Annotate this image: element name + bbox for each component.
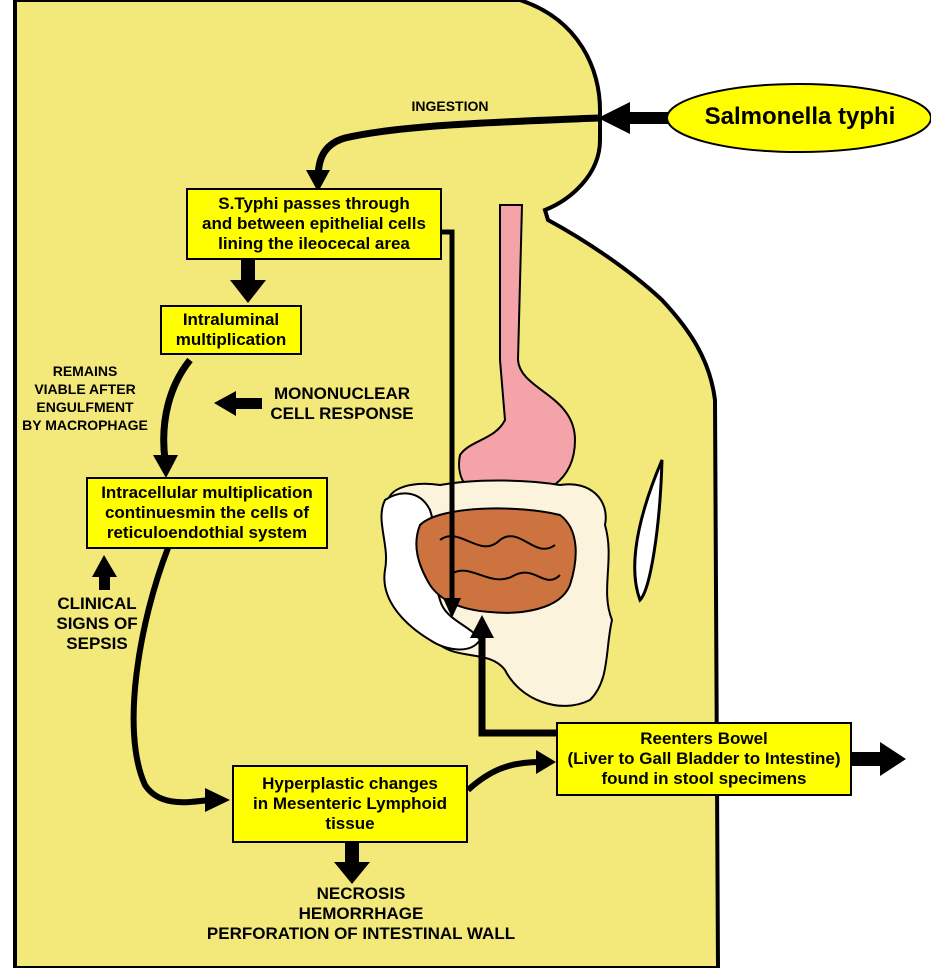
ingestion-label: INGESTION	[385, 97, 515, 115]
box-intraluminal-line-1: Intraluminal	[162, 310, 300, 330]
box-intracellular-line-1: Intracellular multiplication	[88, 483, 326, 503]
outcomes-label: NECROSIS HEMORRHAGE PERFORATION OF INTES…	[196, 884, 526, 944]
box-hyperplastic-line-2: in Mesenteric Lymphoid	[234, 794, 466, 814]
box-reenters: Reenters Bowel (Liver to Gall Bladder to…	[556, 722, 852, 796]
mononuclear-line-2: CELL RESPONSE	[262, 404, 422, 424]
arrow-exit	[852, 742, 906, 776]
box-intracellular-line-2: continuesmin the cells of	[88, 503, 326, 523]
box-intraluminal: Intraluminal multiplication	[160, 305, 302, 355]
box-reenters-line-1: Reenters Bowel	[558, 729, 850, 749]
outcomes-line-2: HEMORRHAGE	[196, 904, 526, 924]
mononuclear-line-1: MONONUCLEAR	[262, 384, 422, 404]
clinical-signs-label: CLINICAL SIGNS OF SEPSIS	[44, 594, 150, 654]
box-intracellular: Intracellular multiplication continuesmi…	[86, 477, 328, 549]
outcomes-line-1: NECROSIS	[196, 884, 526, 904]
remains-viable-line-2: VIABLE AFTER	[14, 380, 156, 398]
remains-viable-line-4: BY MACROPHAGE	[14, 416, 156, 434]
small-intestine	[416, 508, 575, 612]
box-reenters-line-2: (Liver to Gall Bladder to Intestine)	[558, 749, 850, 769]
arrow-ingestion-head	[598, 102, 668, 134]
box-hyperplastic: Hyperplastic changes in Mesenteric Lymph…	[232, 765, 468, 843]
remains-viable-line-1: REMAINS	[14, 362, 156, 380]
box-passes-through-line-1: S.Typhi passes through	[188, 194, 440, 214]
box-reenters-line-3: found in stool specimens	[558, 769, 850, 789]
arrow-to-intraluminal-shaft	[241, 258, 255, 282]
box-passes-through-line-2: and between epithelial cells	[188, 214, 440, 234]
outcomes-line-3: PERFORATION OF INTESTINAL WALL	[196, 924, 526, 944]
remains-viable-label: REMAINS VIABLE AFTER ENGULFMENT BY MACRO…	[14, 362, 156, 434]
pathogen-label: Salmonella typhi	[680, 103, 920, 131]
clinical-signs-line-3: SEPSIS	[44, 634, 150, 654]
box-intracellular-line-3: reticuloendothial system	[88, 523, 326, 543]
box-passes-through-line-3: lining the ileocecal area	[188, 234, 440, 254]
mononuclear-label: MONONUCLEAR CELL RESPONSE	[262, 384, 422, 424]
box-hyperplastic-line-1: Hyperplastic changes	[234, 774, 466, 794]
box-intraluminal-line-2: multiplication	[162, 330, 300, 350]
remains-viable-line-3: ENGULFMENT	[14, 398, 156, 416]
clinical-signs-line-1: CLINICAL	[44, 594, 150, 614]
clinical-signs-line-2: SIGNS OF	[44, 614, 150, 634]
box-hyperplastic-line-3: tissue	[234, 814, 466, 834]
box-passes-through: S.Typhi passes through and between epith…	[186, 188, 442, 260]
